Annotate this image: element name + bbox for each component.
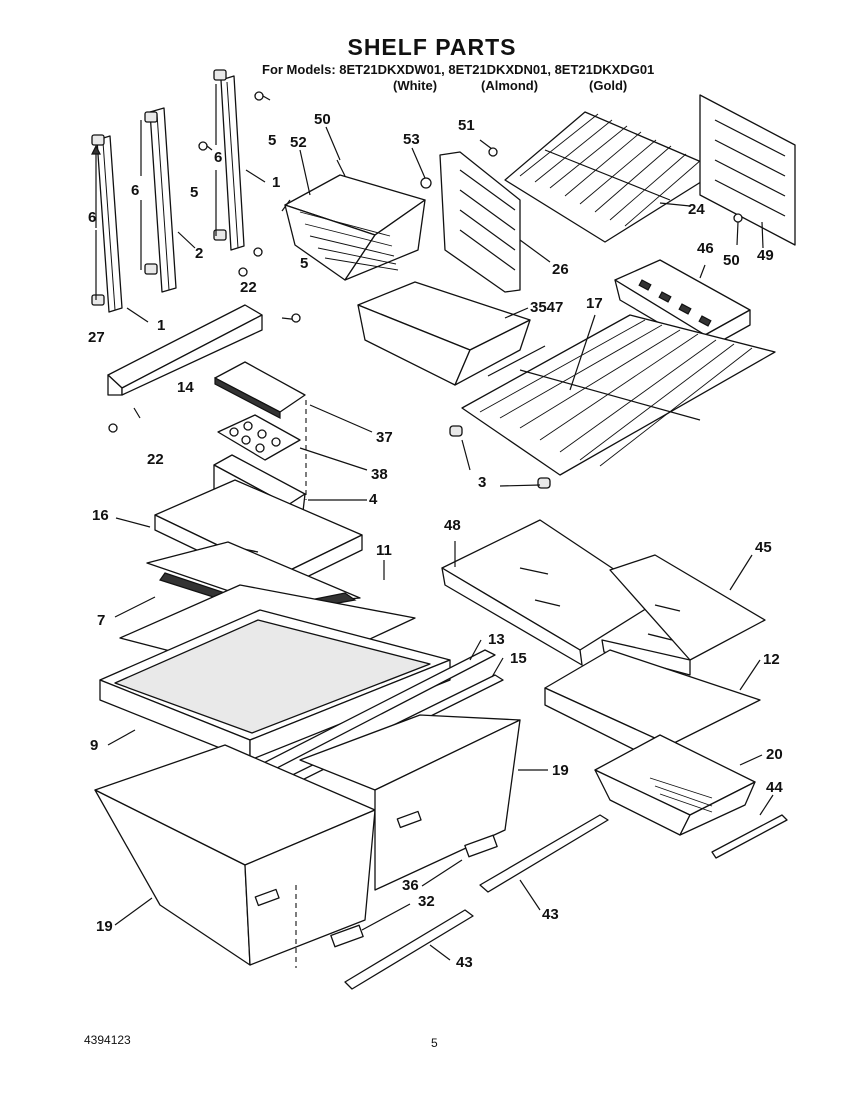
glass-shelf-right-back <box>601 554 766 676</box>
shelf-ladder-rail-middle <box>144 107 177 293</box>
callout-44: 44 <box>766 779 783 796</box>
egg-tray <box>217 414 301 461</box>
callout-43-right: 43 <box>542 906 559 923</box>
trim-strip <box>711 814 788 859</box>
callout-3: 3 <box>478 474 487 491</box>
crisper-drawer-left <box>94 744 376 966</box>
callout-4: 4 <box>369 491 378 508</box>
callout-24: 24 <box>688 201 705 218</box>
drawer-slides <box>295 834 498 968</box>
callout-1-upper: 1 <box>272 174 281 191</box>
callout-50-lower: 50 <box>723 252 740 269</box>
callout-45: 45 <box>755 539 772 556</box>
callout-3547: 3547 <box>530 299 564 316</box>
callout-19-right: 19 <box>552 762 569 779</box>
shelf-trim <box>107 304 301 433</box>
color-almond: (Almond) <box>481 78 539 93</box>
callout-38: 38 <box>371 466 388 483</box>
callout-43-lower: 43 <box>456 954 473 971</box>
dairy-door-lid <box>214 361 306 419</box>
callout-1-lower: 1 <box>157 317 166 334</box>
callout-5-lower: 5 <box>300 255 309 272</box>
callout-53: 53 <box>403 131 420 148</box>
color-gold: (Gold) <box>589 78 628 93</box>
callout-6-right: 6 <box>214 149 223 166</box>
callout-5-middle: 5 <box>190 184 199 201</box>
color-white: (White) <box>393 78 438 93</box>
callout-22-lower: 22 <box>147 451 164 468</box>
storage-bin <box>357 281 546 386</box>
crisper-drawer-right <box>299 714 521 891</box>
callout-52: 52 <box>290 134 307 151</box>
leader-lines <box>107 126 774 961</box>
wire-shelf-lower <box>449 314 776 489</box>
callout-17: 17 <box>586 295 603 312</box>
callout-50-upper: 50 <box>314 111 331 128</box>
callout-9: 9 <box>90 737 99 754</box>
shelf-ladder-rail-right <box>213 69 245 251</box>
callout-20: 20 <box>766 746 783 763</box>
callout-49: 49 <box>757 247 774 264</box>
callout-48: 48 <box>444 517 461 534</box>
callout-2: 2 <box>195 245 204 262</box>
callout-37: 37 <box>376 429 393 446</box>
side-wall-panel <box>699 94 796 246</box>
page-number: 5 <box>431 1036 438 1050</box>
glass-shelf-right-front <box>441 519 661 666</box>
callout-6-left: 6 <box>88 209 97 226</box>
wire-shelf-upper <box>504 111 721 243</box>
callout-13: 13 <box>488 631 505 648</box>
shelf-ladder-rail-left <box>91 134 123 313</box>
callout-46: 46 <box>697 240 714 257</box>
callout-12: 12 <box>763 651 780 668</box>
callout-22-upper: 22 <box>240 279 257 296</box>
callout-27: 27 <box>88 329 105 346</box>
callout-7: 7 <box>97 612 106 629</box>
part-number: 4394123 <box>84 1033 131 1047</box>
callout-15: 15 <box>510 650 527 667</box>
callout-14: 14 <box>177 379 194 396</box>
meat-drawer <box>594 734 756 836</box>
rail-screws <box>198 91 271 277</box>
crisper-frame <box>99 609 451 761</box>
models-line: For Models: 8ET21DKXDW01, 8ET21DKXDN01, … <box>262 62 655 77</box>
callout-26: 26 <box>552 261 569 278</box>
rail-arrows <box>91 84 266 323</box>
callout-16: 16 <box>92 507 109 524</box>
callout-36: 36 <box>402 877 419 894</box>
callout-5-upper: 5 <box>268 132 277 149</box>
callout-32: 32 <box>418 893 435 910</box>
callout-6-middle: 6 <box>131 182 140 199</box>
callout-19-left: 19 <box>96 918 113 935</box>
drawer-rails <box>344 814 609 990</box>
page-title: SHELF PARTS <box>347 34 517 60</box>
callout-51: 51 <box>458 117 475 134</box>
callout-11: 11 <box>376 542 392 559</box>
wire-basket <box>281 159 426 281</box>
wall-bracket-rack <box>420 139 521 293</box>
